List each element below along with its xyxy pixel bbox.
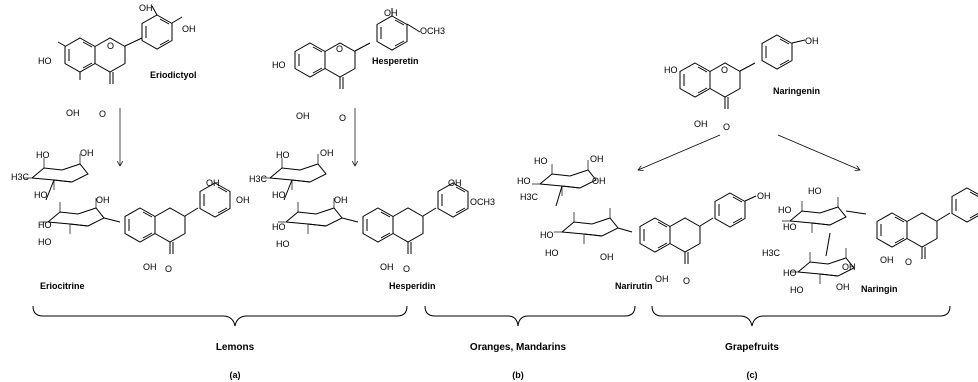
hesperetin-ketone-o: O — [339, 113, 346, 123]
eriocitrine-ketone-o: O — [165, 264, 172, 274]
narirutin-oh-1: OH — [590, 154, 604, 164]
narirutin-label: Narirutin — [615, 281, 653, 291]
hesperidin-oh-5: OH — [380, 262, 394, 272]
eriodictyol-ring-o: O — [107, 41, 114, 51]
naringenin-oh-5: OH — [694, 119, 708, 129]
hesperetin-oh: OH — [384, 8, 398, 18]
hesperidin-label: Hesperidin — [389, 281, 436, 291]
eriocitrine-ho-1: HO — [36, 150, 50, 160]
naringin-ho-4: HO — [783, 268, 797, 278]
eriocitrine-label: Eriocitrine — [40, 281, 85, 291]
narirutin-structure: HO OH HO OH H3C HO HO OH OH OH O Narirut… — [517, 154, 771, 291]
naringin-oh-3: OH — [880, 255, 894, 265]
narirutin-ketone-o: O — [683, 276, 690, 286]
arrow-naringenin-naringin — [777, 134, 860, 170]
naringin-h3c: H3C — [762, 248, 781, 258]
hesperetin-ho: HO — [272, 60, 286, 70]
hesperetin-oh-5: OH — [296, 111, 310, 121]
naringin-ho-1: HO — [808, 186, 822, 196]
hesperidin-och3: OCH3 — [470, 197, 495, 207]
eriocitrine-structure: HO OH H3C HO HO HO OH OH OH OH O Eriocit… — [11, 148, 250, 291]
eriodictyol-oh-3: OH — [66, 108, 80, 118]
narirutin-oh-4: OH — [757, 191, 771, 201]
naringin-ho-3: HO — [783, 222, 797, 232]
narirutin-ho-1: HO — [534, 156, 548, 166]
brace-lemons — [32, 305, 408, 327]
eriocitrine-oh-3: OH — [206, 178, 220, 188]
naringenin-ring-o: O — [721, 65, 728, 75]
eriodictyol-ho: HO — [38, 56, 52, 66]
brace-grapefruits — [651, 305, 951, 327]
hesperidin-ho-1: HO — [276, 150, 290, 160]
brace-oranges — [424, 305, 636, 327]
narirutin-ho-4: HO — [545, 248, 559, 258]
naringin-label: Naringin — [861, 284, 898, 294]
eriodictyol-label: Eriodictyol — [150, 70, 197, 80]
panel-label-b: (b) — [512, 370, 524, 380]
eriocitrine-ho-4: HO — [38, 237, 52, 247]
eriodictyol-oh-2: OH — [182, 24, 196, 34]
naringenin-structure: HO O OH OH O Naringenin — [664, 34, 820, 132]
eriocitrine-oh-5: OH — [143, 262, 157, 272]
eriodictyol-structure: OH OH HO O OH O Eriodictyol — [38, 3, 197, 119]
eriocitrine-oh-1: OH — [80, 148, 94, 158]
hesperetin-och3: OCH3 — [420, 26, 445, 36]
naringenin-ho: HO — [664, 65, 678, 75]
naringin-oh-2: OH — [836, 282, 850, 292]
narirutin-ho-2: HO — [517, 176, 531, 186]
naringin-ketone-o: O — [905, 257, 912, 267]
narirutin-h3c: H3C — [520, 192, 539, 202]
hesperidin-ho-4: HO — [276, 239, 290, 249]
naringenin-label: Naringenin — [773, 86, 820, 96]
group-oranges: Oranges, Mandarins — [470, 342, 567, 353]
hesperetin-label: Hesperetin — [372, 56, 419, 66]
hesperidin-ho-2: HO — [272, 190, 286, 200]
panel-label-a: (a) — [230, 370, 241, 380]
hesperetin-ring-o: O — [336, 44, 343, 54]
hesperidin-ho-3: HO — [272, 222, 286, 232]
hesperidin-structure: HO OH H3C HO HO HO OH OH OCH3 OH O Hespe… — [249, 148, 495, 291]
hesperidin-oh-1: OH — [320, 148, 334, 158]
naringenin-oh: OH — [805, 36, 819, 46]
hesperetin-structure: HO O OH OCH3 OH O Hesperetin — [272, 8, 445, 123]
eriocitrine-ho-2: HO — [34, 190, 48, 200]
naringenin-ketone-o: O — [723, 122, 730, 132]
naringin-structure: HO HO HO H3C HO HO OH OH OH O Naringin — [762, 186, 978, 295]
eriocitrine-ho-3: HO — [38, 220, 52, 230]
naringin-oh-1: OH — [842, 262, 856, 272]
eriodictyol-ketone-o: O — [99, 109, 106, 119]
panel-label-c: (c) — [747, 370, 758, 380]
narirutin-oh-2: OH — [592, 176, 606, 186]
group-grapefruits: Grapefruits — [725, 342, 779, 353]
hesperidin-ketone-o: O — [403, 264, 410, 274]
arrow-naringenin-narirutin — [638, 134, 721, 170]
narirutin-oh-3: OH — [600, 252, 614, 262]
eriocitrine-oh-4: OH — [236, 195, 250, 205]
hesperidin-oh-2: OH — [334, 195, 348, 205]
eriocitrine-h3c: H3C — [11, 172, 30, 182]
narirutin-oh-5: OH — [655, 274, 669, 284]
hesperidin-h3c: H3C — [249, 174, 268, 184]
eriodictyol-oh-1: OH — [139, 3, 153, 13]
hesperidin-oh-3: OH — [448, 178, 462, 188]
naringin-ho-5: HO — [790, 285, 804, 295]
group-lemons: Lemons — [216, 342, 255, 353]
naringin-ho-2: HO — [778, 205, 792, 215]
eriocitrine-oh-2: OH — [96, 195, 110, 205]
narirutin-ho-3: HO — [540, 230, 554, 240]
